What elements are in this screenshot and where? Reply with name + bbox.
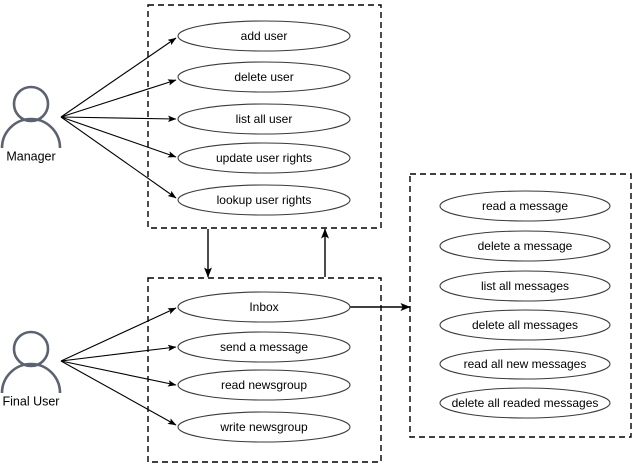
usecase-label: Inbox: [249, 300, 278, 314]
usecase-lookup-user-rights[interactable]: lookup user rights: [177, 184, 351, 216]
actor-person-icon-body: [0, 362, 62, 394]
usecase-label: delete all readed messages: [452, 396, 599, 410]
assoc-final-user-inbox: [60, 307, 177, 362]
usecase-ellipse: [439, 387, 611, 419]
usecase-inbox[interactable]: Inbox: [177, 291, 351, 323]
actor-person-icon-head: [12, 330, 50, 368]
usecase-ellipse: [177, 331, 351, 363]
usecase-label: add user: [241, 29, 288, 43]
usecase-label: write newsgroup: [219, 420, 308, 434]
usecase-label: send a message: [220, 340, 308, 354]
message-usecases: read a message delete a message list all…: [439, 190, 611, 419]
usecase-label: read a message: [482, 199, 568, 213]
assoc-final-user-write-newsgroup: [60, 360, 177, 426]
actor-person-icon-body: [0, 117, 62, 149]
final-user-association-lines: [60, 307, 177, 426]
usecase-label: delete a message: [478, 239, 573, 253]
assoc-final-user-send-a-message: [60, 344, 177, 362]
final-user-usecases: Inbox send a message read newsgroup writ…: [177, 291, 351, 443]
usecase-ellipse: [439, 270, 611, 302]
usecase-read-a-message[interactable]: read a message: [439, 190, 611, 222]
usecase-add-user[interactable]: add user: [177, 20, 351, 52]
actor-label: Manager: [6, 149, 55, 163]
usecase-ellipse: [177, 61, 351, 93]
usecase-ellipse: [177, 369, 351, 401]
assoc-manager-list-all-user: [60, 115, 177, 123]
assoc-manager-lookup-user-rights: [60, 116, 177, 199]
usecase-label: read newsgroup: [221, 378, 307, 392]
final-user-usecase-group: [147, 277, 382, 463]
usecase-ellipse: [439, 230, 611, 262]
usecase-ellipse: [439, 309, 611, 341]
usecase-delete-all-messages[interactable]: delete all messages: [439, 309, 611, 341]
usecase-label: list all user: [236, 112, 293, 126]
usecase-ellipse: [177, 103, 351, 135]
usecase-ellipse: [439, 190, 611, 222]
assoc-manager-add-user: [60, 37, 177, 118]
usecase-ellipse: [177, 142, 351, 174]
usecase-write-newsgroup[interactable]: write newsgroup: [177, 411, 351, 443]
manager-usecases: add user delete user list all user updat…: [177, 20, 351, 216]
actor-label: Final User: [3, 394, 60, 408]
usecase-label: list all messages: [481, 279, 569, 293]
usecase-delete-a-message[interactable]: delete a message: [439, 230, 611, 262]
usecase-label: lookup user rights: [217, 193, 312, 207]
usecase-list-all-user[interactable]: list all user: [177, 103, 351, 135]
usecase-delete-user[interactable]: delete user: [177, 61, 351, 93]
usecase-label: update user rights: [216, 151, 312, 165]
usecase-update-user-rights[interactable]: update user rights: [177, 142, 351, 174]
actor-manager[interactable]: Manager: [0, 85, 62, 163]
group-boxes: [147, 4, 632, 463]
usecase-ellipse: [177, 411, 351, 443]
manager-usecase-group: [147, 4, 382, 229]
usecase-read-newsgroup[interactable]: read newsgroup: [177, 369, 351, 401]
assoc-final-user-read-newsgroup: [60, 360, 177, 387]
usecase-ellipse: [177, 291, 351, 323]
usecase-ellipse: [439, 348, 611, 380]
usecase-ellipse: [177, 184, 351, 216]
group-flow-arrows: [204, 228, 411, 311]
usecase-ellipse: [177, 20, 351, 52]
message-usecase-group: [409, 173, 632, 438]
usecase-send-a-message[interactable]: send a message: [177, 331, 351, 363]
usecase-read-all-new-messages[interactable]: read all new messages: [439, 348, 611, 380]
actor-final-user[interactable]: Final User: [0, 330, 62, 408]
usecase-list-all-messages[interactable]: list all messages: [439, 270, 611, 302]
usecase-label: delete user: [234, 70, 293, 84]
usecase-label: read all new messages: [464, 357, 587, 371]
usecase-label: delete all messages: [472, 318, 578, 332]
usecase-delete-all-readed-messages[interactable]: delete all readed messages: [439, 387, 611, 419]
actor-person-icon-head: [12, 85, 50, 123]
manager-association-lines: [60, 37, 177, 199]
assoc-manager-update-user-rights: [60, 116, 177, 158]
assoc-manager-delete-user: [60, 79, 177, 118]
